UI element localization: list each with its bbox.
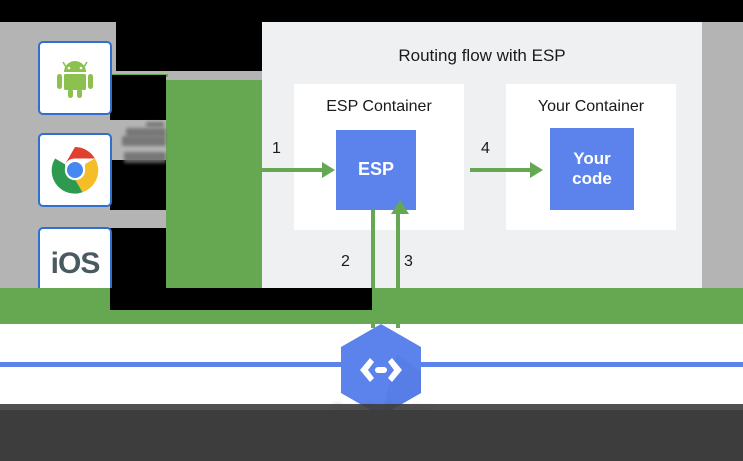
arrow-3-shaft [396, 212, 400, 328]
redacted-text-smudge-3 [124, 152, 166, 163]
occlusion-bar-b [110, 160, 166, 210]
diagram-title: Routing flow with ESP [398, 46, 566, 65]
green-occlusion-block [166, 80, 262, 300]
occlusion-bar-top-left [0, 0, 262, 22]
redacted-text-smudge-4 [146, 122, 164, 127]
redacted-text-smudge-2 [122, 136, 166, 146]
arrow-3-head [391, 200, 409, 214]
bottom-dark-overlay [0, 410, 743, 461]
occlusion-bar-grey-2 [110, 210, 166, 228]
ios-label: iOS [50, 247, 101, 280]
bottom-overlay-edge [0, 404, 743, 412]
arrow-2-shaft [371, 210, 375, 328]
step-number-1: 1 [272, 140, 281, 157]
client-tile-chrome[interactable] [38, 133, 112, 207]
arrow-1-shaft [262, 168, 324, 172]
arrow-4-shaft [470, 168, 532, 172]
arrow-4-head [530, 162, 543, 178]
esp-node: ESP [336, 130, 416, 210]
arrow-1-head [322, 162, 335, 178]
occlusion-bar-c [110, 228, 166, 288]
right-pane-background [702, 22, 743, 290]
code-hexagon-icon [341, 324, 421, 416]
step-number-2: 2 [341, 253, 350, 270]
android-icon [57, 61, 93, 98]
occlusion-bar-d [110, 288, 372, 310]
client-tile-android[interactable] [38, 41, 112, 115]
esp-container-title: ESP Container [326, 98, 432, 115]
step-number-4: 4 [481, 140, 490, 157]
occlusion-bar-a [110, 75, 166, 120]
chrome-icon [51, 147, 99, 194]
your-container-title: Your Container [537, 98, 645, 115]
step-number-3: 3 [404, 253, 413, 270]
redacted-text-smudge-1 [126, 128, 166, 137]
occlusion-bar-top [116, 22, 262, 71]
